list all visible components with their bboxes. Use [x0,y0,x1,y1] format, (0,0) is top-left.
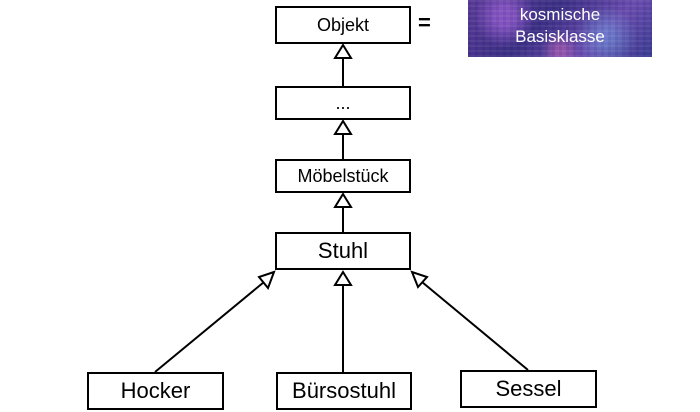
inheritance-arrowhead [333,270,353,286]
class-label-ellipsis: ... [335,92,351,113]
class-box-objekt: Objekt [275,6,411,44]
cosmic-base-class-image: kosmische Basisklasse [468,0,652,57]
class-box-ellipsis: ... [275,86,411,120]
edge-hocker-to-stuhl [154,281,265,373]
class-label-objekt: Objekt [316,14,370,35]
edge-sessel-to-stuhl [421,281,529,371]
inheritance-arrowhead [333,119,353,135]
inheritance-arrowhead [257,270,276,290]
class-label-buersostuhl: Bürsostuhl [292,378,396,403]
class-box-moebelstueck: Möbelstück [275,159,411,193]
cosmic-base-class-label: kosmische Basisklasse [468,4,652,48]
inheritance-arrowhead [410,270,429,289]
class-box-hocker: Hocker [87,372,224,410]
inheritance-arrowhead [333,43,353,59]
class-label-moebelstueck: Möbelstück [297,165,389,186]
class-box-stuhl: Stuhl [275,232,411,270]
cosmic-label-line1: kosmische [519,5,601,24]
class-label-stuhl: Stuhl [317,238,369,263]
inheritance-arrowhead [333,192,353,208]
class-label-hocker: Hocker [120,378,191,403]
class-box-buersostuhl: Bürsostuhl [276,372,412,410]
cosmic-label-line2: Basisklasse [515,27,605,46]
equals-sign: = [418,10,431,35]
class-label-sessel: Sessel [495,376,562,401]
class-box-sessel: Sessel [460,370,597,408]
